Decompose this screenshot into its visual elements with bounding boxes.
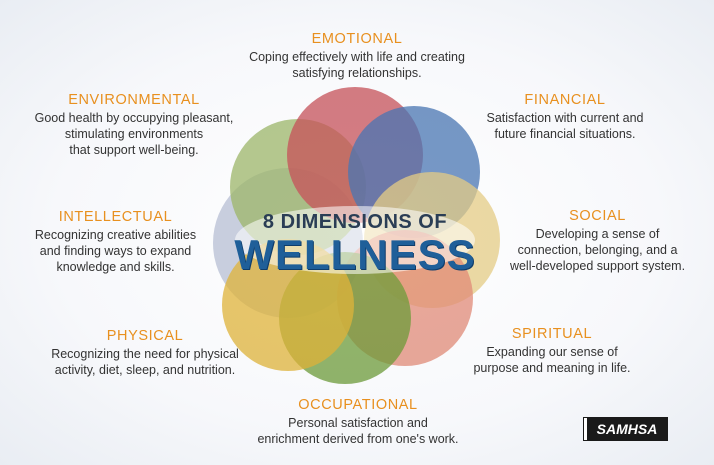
dimension-title: SOCIAL bbox=[569, 208, 626, 224]
dimension-physical: PHYSICAL Recognizing the need for physic… bbox=[30, 328, 260, 378]
dimension-text: Satisfaction with current and future fin… bbox=[486, 111, 644, 141]
center-title-line2: WELLNESS bbox=[234, 231, 476, 278]
dimension-title: INTELLECTUAL bbox=[58, 209, 173, 225]
center-highlight bbox=[235, 206, 475, 274]
dimension-title: PHYSICAL bbox=[106, 328, 184, 344]
dimension-title: SPIRITUAL bbox=[511, 326, 593, 342]
dimension-title: EMOTIONAL bbox=[311, 31, 403, 47]
samhsa-logo: SAMHSA bbox=[584, 418, 667, 440]
dimension-title: FINANCIAL bbox=[524, 92, 606, 108]
dimension-title: ENVIRONMENTAL bbox=[68, 92, 200, 108]
dimension-text: Recognizing creative abilities and findi… bbox=[34, 228, 197, 274]
dimension-intellectual: INTELLECTUAL Recognizing creative abilit… bbox=[18, 209, 213, 275]
dimension-occupational: OCCUPATIONAL Personal satisfaction and e… bbox=[228, 397, 488, 447]
dimension-spiritual: SPIRITUAL Expanding our sense of purpose… bbox=[452, 326, 652, 376]
dimension-text: Expanding our sense of purpose and meani… bbox=[473, 345, 631, 375]
dimension-social: SOCIAL Developing a sense of connection,… bbox=[490, 208, 705, 274]
dimension-environmental: ENVIRONMENTAL Good health by occupying p… bbox=[20, 92, 248, 158]
dimension-emotional: EMOTIONAL Coping effectively with life a… bbox=[222, 31, 492, 81]
dimension-text: Personal satisfaction and enrichment der… bbox=[257, 416, 459, 446]
center-title-line1: 8 DIMENSIONS OF bbox=[262, 211, 448, 233]
dimension-text: Recognizing the need for physical activi… bbox=[51, 347, 239, 377]
dimension-text: Good health by occupying pleasant, stimu… bbox=[34, 111, 234, 157]
dimension-text: Developing a sense of connection, belong… bbox=[509, 227, 686, 273]
center-title: 8 DIMENSIONS OF WELLNESS bbox=[220, 211, 490, 277]
dimension-title: OCCUPATIONAL bbox=[298, 397, 418, 413]
dimension-financial: FINANCIAL Satisfaction with current and … bbox=[460, 92, 670, 142]
dimension-text: Coping effectively with life and creatin… bbox=[249, 50, 465, 80]
